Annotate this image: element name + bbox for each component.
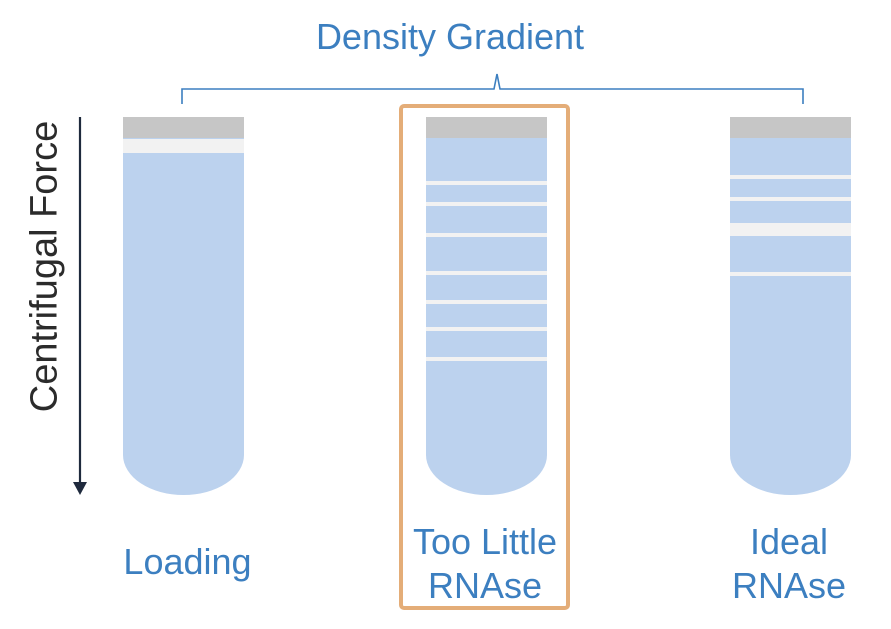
gradient-band <box>426 271 547 275</box>
gradient-band <box>426 300 547 304</box>
highlight-frame <box>399 104 570 610</box>
gradient-band <box>730 175 851 179</box>
gradient-band <box>426 233 547 237</box>
tube-cap <box>426 117 547 138</box>
tube-cap <box>123 117 244 138</box>
sample-band <box>123 139 244 153</box>
tube-label-loading: Loading <box>100 540 275 584</box>
gradient-band <box>426 327 547 331</box>
density-gradient-brace <box>181 73 804 104</box>
centrifugal-force-label: Centrifugal Force <box>23 120 66 413</box>
tube-body <box>123 117 244 495</box>
tube-label-line: Loading <box>123 541 252 582</box>
force-arrow-head <box>73 482 87 495</box>
tube-label-ideal-rnase: Ideal RNAse <box>700 520 878 608</box>
tube-label-line: Too Little <box>412 521 558 562</box>
tube-label-line: RNAse <box>427 565 543 606</box>
tube-cap <box>730 117 851 138</box>
tube-label-line: RNAse <box>731 565 847 606</box>
tube-label-line: Ideal <box>749 521 829 562</box>
gradient-band <box>426 181 547 185</box>
tube-too-little-rnase <box>426 117 547 495</box>
tube-ideal-rnase <box>730 117 851 495</box>
tube-body <box>426 117 547 495</box>
gradient-band <box>426 202 547 206</box>
gradient-band <box>730 272 851 276</box>
tube-loading <box>123 117 244 495</box>
gradient-band <box>730 197 851 201</box>
diagram-title: Density Gradient <box>315 16 585 57</box>
tube-label-too-little-rnase: Too Little RNAse <box>400 520 570 608</box>
gradient-band <box>426 357 547 361</box>
monosome-band <box>730 223 851 236</box>
tube-body <box>730 117 851 495</box>
